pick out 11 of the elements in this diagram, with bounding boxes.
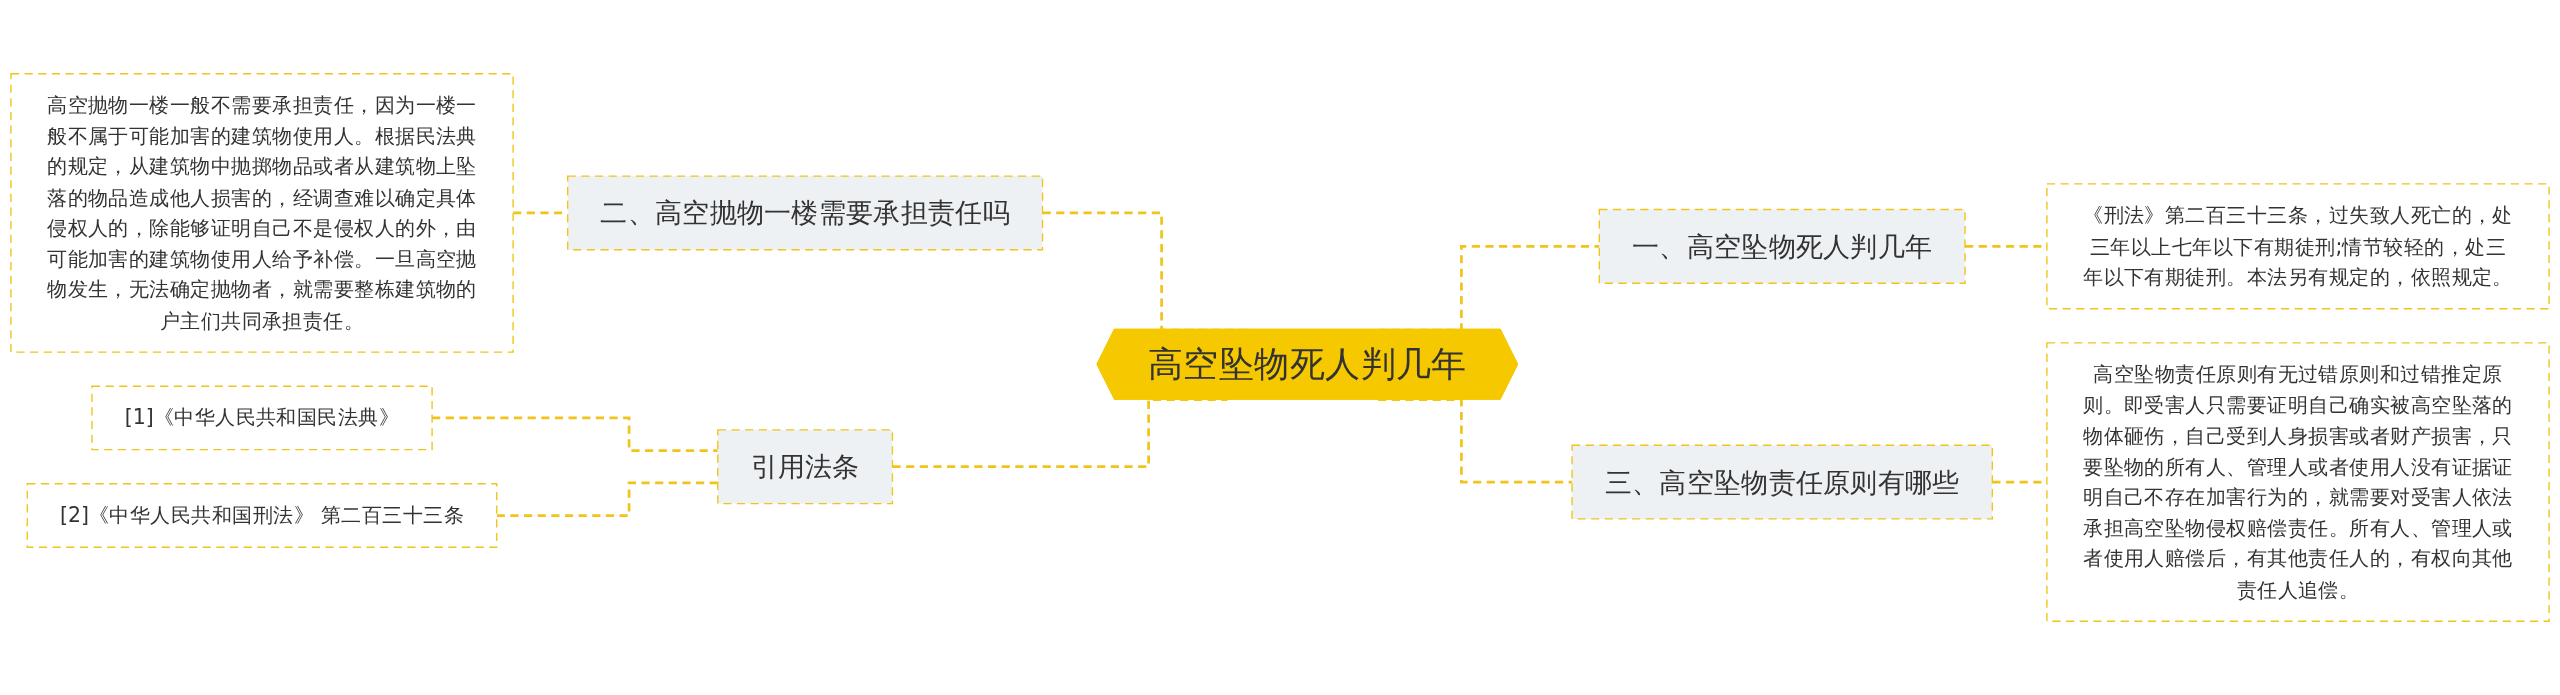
- node-box: 二、高空抛物一楼需要承担责任吗: [567, 175, 1044, 251]
- connector: [496, 481, 718, 517]
- node-box: 一、高空坠物死人判几年: [1598, 208, 1966, 284]
- node-box: 《刑法》第二百三十三条，过失致人死亡的，处三年以上七年以下有期徒刑;情节较轻的，处三年以下有期徒刑。本法另有规定的，依照规定。: [2046, 183, 2550, 310]
- node-box: [1]《中华人民共和国民法典》: [91, 385, 433, 451]
- node-box: 引用法条: [717, 429, 894, 505]
- node-box: 高空坠物责任原则有无过错原则和过错推定原则。即受害人只需要证明自己确实被高空坠落的物体砸伤，自己受到人身损害或者财产损害，只要坠物的所有人、管理人或者使用人没有证据证明自己不存在加害行为的，就需要对受害人依法承担高空坠物侵权赔偿责任。所有人、管理人或者使用人赔偿后，有其他责任人的，有权向其他责任人追偿。: [2046, 342, 2550, 622]
- connector: [432, 416, 718, 452]
- node-box: 高空抛物一楼一般不需要承担责任，因为一楼一般不属于可能加害的建筑物使用人。根据民法典的规定，从建筑物中抛掷物品或者从建筑物上坠落的物品造成他人损害的，经调查难以确定具体侵权人的，除能够证明自己不是侵权人的外，由可能加害的建筑物使用人给予补偿。一旦高空抛物发生，无法确定抛物者，就需要整栋建筑物的户主们共同承担责任。: [10, 73, 514, 353]
- node-box: [2]《中华人民共和国刑法》 第二百三十三条: [26, 483, 498, 548]
- node-box: 三、高空坠物责任原则有哪些: [1571, 444, 1993, 520]
